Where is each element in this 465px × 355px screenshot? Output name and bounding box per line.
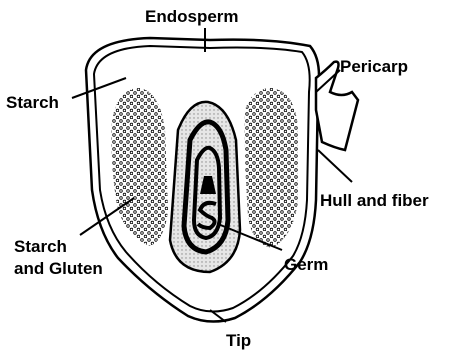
label-endosperm: Endosperm xyxy=(145,7,239,26)
label-starch-and-gluten-line2: and Gluten xyxy=(14,259,103,278)
label-hull-and-fiber: Hull and fiber xyxy=(320,191,429,210)
label-tip: Tip xyxy=(226,331,251,350)
label-germ: Germ xyxy=(284,255,328,274)
label-starch: Starch xyxy=(6,93,59,112)
starch-region-right xyxy=(245,88,298,248)
leader-hull xyxy=(318,150,352,182)
label-pericarp: Pericarp xyxy=(340,57,408,76)
label-starch-and-gluten-line1: Starch xyxy=(14,237,67,256)
